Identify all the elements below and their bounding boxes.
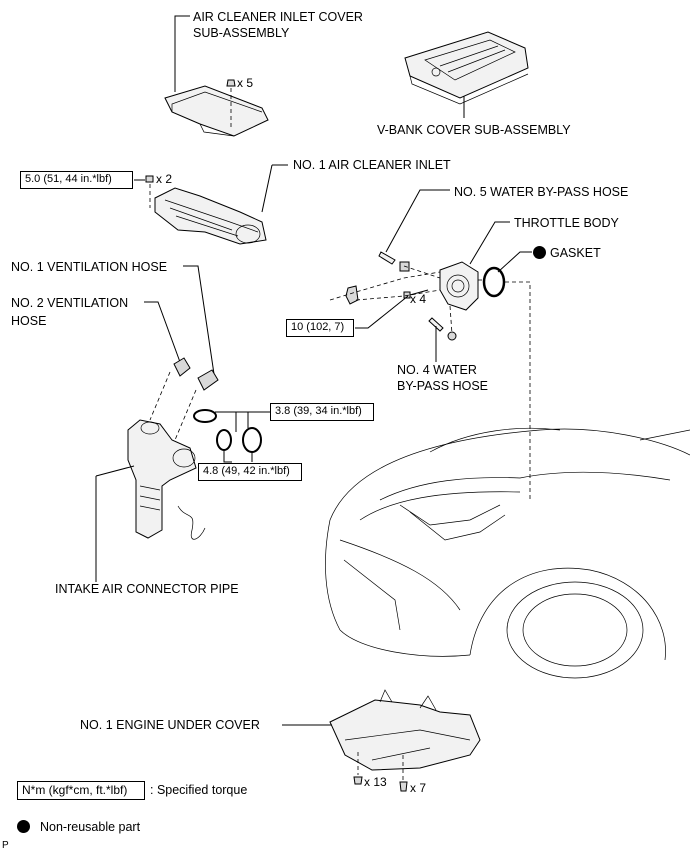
inlet-bolt-qty: x 2 <box>156 172 173 186</box>
no4-water-bypass-hose-label-line2: BY-PASS HOSE <box>397 379 489 393</box>
no5-water-bypass-hose-drawing <box>378 251 396 265</box>
gasket-label: GASKET <box>550 246 601 260</box>
intake-air-connector-pipe-label: INTAKE AIR CONNECTOR PIPE <box>55 582 239 596</box>
under-cover-bolt-qty: x 7 <box>410 781 427 795</box>
no2-ventilation-hose-label-line1: NO. 2 VENTILATION <box>11 296 129 310</box>
gasket-drawing <box>482 266 506 298</box>
clamp-lower-drawing <box>216 427 262 453</box>
inlet-bolt-torque-box: 5.0 (51, 44 in.*lbf) <box>20 171 133 189</box>
bolt-icon <box>145 175 154 208</box>
no1-engine-under-cover-label: NO. 1 ENGINE UNDER COVER <box>80 718 260 732</box>
no1-ventilation-hose-drawing <box>197 369 219 391</box>
no1-ventilation-hose-label: NO. 1 VENTILATION HOSE <box>11 260 168 274</box>
legend-non-reusable-dot-icon <box>17 820 30 833</box>
no2-ventilation-hose-label-line2: HOSE <box>11 314 47 328</box>
non-reusable-dot-icon <box>533 246 546 259</box>
air-cleaner-inlet-cover-drawing <box>164 85 269 137</box>
v-bank-cover-drawing <box>404 31 529 105</box>
throttle-bolt-torque-box: 10 (102, 7) <box>286 319 354 337</box>
intake-air-connector-pipe-drawing <box>127 419 197 539</box>
clamp-lower-torque-box: 4.8 (49, 42 in.*lbf) <box>198 463 302 481</box>
no2-ventilation-hose-drawing <box>173 357 191 377</box>
clip-icon <box>226 79 236 128</box>
legend-torque-text: : Specified torque <box>150 783 248 797</box>
no4-water-bypass-hose-label-line1: NO. 4 WATER <box>397 363 477 377</box>
corner-mark: P <box>2 840 9 851</box>
no5-water-bypass-hose-label: NO. 5 WATER BY-PASS HOSE <box>454 185 629 199</box>
legend-non-reusable-text: Non-reusable part <box>40 820 141 834</box>
v-bank-cover-label: V-BANK COVER SUB-ASSEMBLY <box>377 123 571 137</box>
vehicle-front-drawing <box>325 427 690 679</box>
no4-water-bypass-hose-drawing <box>428 317 444 332</box>
clamp-upper-torque-box: 3.8 (39, 34 in.*lbf) <box>270 403 374 421</box>
clamp-upper-drawing <box>193 409 217 423</box>
no1-air-cleaner-inlet-label: NO. 1 AIR CLEANER INLET <box>293 158 451 172</box>
legend-torque-box: N*m (kgf*cm, ft.*lbf) <box>17 781 145 800</box>
cover-clip-qty: x 5 <box>237 76 254 90</box>
throttle-bolt-qty: x 4 <box>410 292 427 306</box>
throttle-body-label: THROTTLE BODY <box>514 216 619 230</box>
under-cover-clip-qty: x 13 <box>364 775 387 789</box>
throttle-body-drawing <box>439 261 479 311</box>
no1-engine-under-cover-drawing <box>329 689 481 771</box>
no1-air-cleaner-inlet-drawing <box>154 187 267 245</box>
air-cleaner-inlet-cover-label-line2: SUB-ASSEMBLY <box>193 26 290 40</box>
air-cleaner-inlet-cover-label-line1: AIR CLEANER INLET COVER <box>193 10 363 24</box>
